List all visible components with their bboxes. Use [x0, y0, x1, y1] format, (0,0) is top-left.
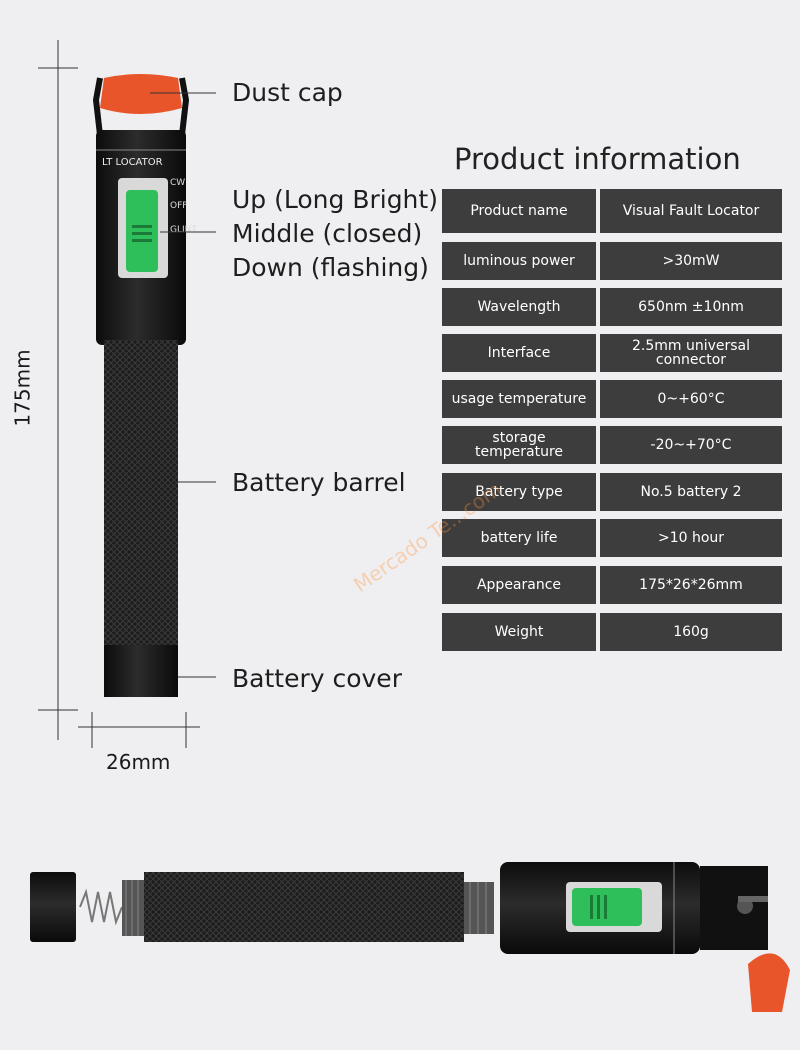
table-row: Battery type No.5 battery 2 — [442, 473, 782, 511]
spec-value: 0~+60°C — [600, 380, 782, 418]
spring — [79, 888, 123, 926]
spec-key: storage temperature — [442, 426, 596, 464]
spec-key: luminous power — [442, 242, 596, 280]
table-row: usage temperature 0~+60°C — [442, 380, 782, 418]
battery-cover — [104, 645, 178, 697]
disassembled-device-illustration — [30, 862, 790, 1012]
spec-value: 2.5mm universal connector — [600, 334, 782, 372]
dust-cap-label: Dust cap — [232, 78, 343, 107]
spec-value: 650nm ±10nm — [600, 288, 782, 326]
switch-middle-label: Middle (closed) — [232, 219, 423, 248]
spec-key: Product name — [442, 189, 596, 233]
table-row: battery life >10 hour — [442, 519, 782, 557]
battery-barrel — [104, 340, 178, 645]
switch-up-label: Up (Long Bright) — [232, 185, 438, 214]
spec-value: 160g — [600, 613, 782, 651]
spec-value: -20~+70°C — [600, 426, 782, 464]
table-row: Wavelength 650nm ±10nm — [442, 288, 782, 326]
spec-value: No.5 battery 2 — [600, 473, 782, 511]
table-row: Weight 160g — [442, 613, 782, 651]
dust-cap — [100, 74, 182, 114]
spec-key: Weight — [442, 613, 596, 651]
spec-value: Visual Fault Locator — [600, 189, 782, 233]
svg-text:OFF: OFF — [170, 201, 187, 211]
spec-key: Wavelength — [442, 288, 596, 326]
table-row: Appearance 175*26*26mm — [442, 566, 782, 604]
length-dimension-label: 175mm — [10, 349, 35, 427]
spec-key: Interface — [442, 334, 596, 372]
dust-cap-detached — [748, 953, 790, 1012]
battery-cover-label: Battery cover — [232, 664, 402, 693]
table-row: storage temperature -20~+70°C — [442, 426, 782, 464]
spec-table-title: Product information — [454, 142, 741, 176]
table-row: luminous power >30mW — [442, 242, 782, 280]
switch-down-label: Down (flashing) — [232, 253, 429, 282]
diameter-dimension-label: 26mm — [106, 750, 171, 774]
svg-text:CW: CW — [170, 178, 185, 188]
spec-value: >30mW — [600, 242, 782, 280]
table-row: Product name Visual Fault Locator — [442, 189, 782, 233]
model-print: LT LOCATOR — [102, 157, 163, 168]
spec-key: Battery type — [442, 473, 596, 511]
spec-key: battery life — [442, 519, 596, 557]
battery-barrel-detached — [144, 872, 464, 942]
battery-cover-detached — [30, 872, 76, 942]
spec-key: usage temperature — [442, 380, 596, 418]
spec-value: >10 hour — [600, 519, 782, 557]
spec-value: 175*26*26mm — [600, 566, 782, 604]
spec-key: Appearance — [442, 566, 596, 604]
svg-text:GLINT: GLINT — [170, 225, 197, 235]
table-row: Interface 2.5mm universal connector — [442, 334, 782, 372]
mode-switch — [126, 190, 158, 272]
vertical-device-illustration: LT LOCATOR CW OFF GLINT — [38, 40, 216, 748]
battery-barrel-label: Battery barrel — [232, 468, 406, 497]
